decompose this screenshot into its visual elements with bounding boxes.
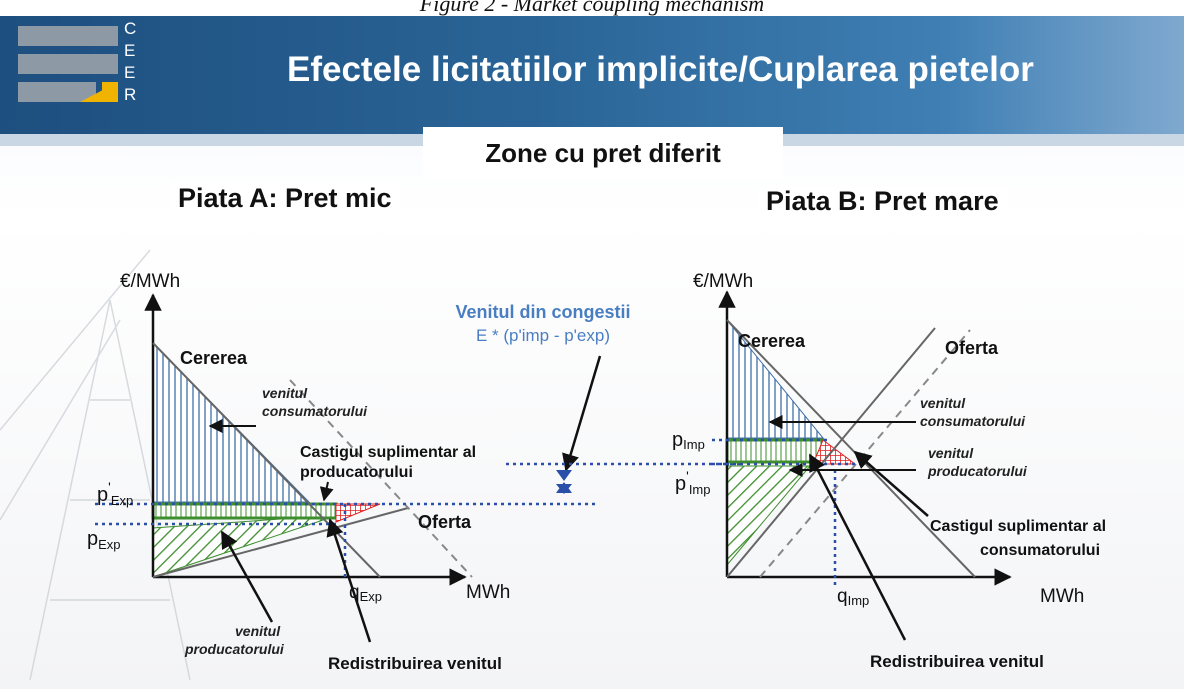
market-b-title: Piata B: Pret mare — [758, 186, 1007, 217]
slide-subtitle: Zone cu pret diferit — [423, 127, 783, 179]
market-b-shifted-supply-line — [759, 329, 971, 578]
market-a-extra-gain-area — [335, 503, 381, 523]
market-b-supply-line — [726, 327, 936, 578]
market-a-x-axis-label: MWh — [466, 582, 510, 603]
market-b-extra-gain-label: consumatorului — [980, 542, 1100, 559]
market-a-p-prime-label: p'Exp — [97, 479, 133, 508]
market-a-redistribution-label: Redistribuirea venitul — [328, 654, 502, 673]
logo-bar — [18, 26, 118, 46]
congestion-arrow — [562, 355, 602, 472]
logo-accent — [102, 82, 118, 102]
market-a-supply-line — [152, 507, 409, 578]
market-a-consumer-label: consumatorului — [262, 403, 368, 419]
market-b-y-axis-label: €/MWh — [693, 271, 753, 292]
congestion-annotation: Venitul din congestii E * (p'imp - p'exp… — [455, 302, 742, 494]
market-a-demand-line — [152, 342, 381, 578]
market-a-producer-label: producatorului — [184, 641, 285, 657]
market-b-p-label: pImp — [672, 429, 705, 452]
market-a-producer-arrow — [220, 530, 274, 623]
market-a-supply-label: Oferta — [418, 512, 472, 532]
market-a-p-label: pExp — [87, 528, 121, 552]
slide: C E E R Efectele licitatiilor implicite/… — [0, 16, 1184, 689]
market-a-shifted-demand-line — [289, 379, 473, 578]
market-b-producer-label: producatorului — [927, 463, 1028, 479]
market-a-consumer-label: venitul — [262, 385, 308, 401]
market-b-consumer-label: venitul — [920, 395, 966, 411]
market-b-extra-gain-label: Castigul suplimentar al — [930, 518, 1106, 535]
market-b-demand-line — [726, 319, 976, 578]
market-b-p-prime-label: p'Imp — [675, 468, 710, 497]
market-b-supply-label: Oferta — [945, 338, 999, 358]
slide-title: Efectele licitatiilor implicite/Cuplarea… — [287, 50, 1034, 89]
market-b-extra-gain-arrow — [853, 450, 929, 517]
market-coupling-diagram: €/MWh MWh Cererea Oferta venitul consuma… — [0, 249, 1106, 681]
logo-letter: E — [124, 41, 136, 60]
market-b-q-label: qImp — [837, 586, 869, 608]
market-b-redistribution-label: Redistribuirea venitul — [870, 652, 1044, 671]
market-b-demand-label: Cererea — [738, 331, 806, 351]
title-banner — [0, 16, 1184, 146]
congestion-formula: E * (p'imp - p'exp) — [476, 326, 610, 345]
market-a-producer-label: venitul — [235, 623, 281, 639]
logo-bar — [18, 82, 96, 102]
figure-caption: Figure 2 - Market coupling mechanism — [419, 0, 765, 16]
market-a-extra-gain-label: Castigul suplimentar al — [300, 444, 476, 461]
market-a-title: Piata A: Pret mic — [170, 183, 400, 214]
market-a-extra-gain-label: producatorului — [300, 464, 413, 481]
ceer-logo: C E E R — [18, 20, 158, 120]
market-a-chart: €/MWh MWh Cererea Oferta venitul consuma… — [87, 271, 595, 673]
market-b-redistribution-arrow — [808, 453, 907, 641]
market-a-extra-gain-arrow — [319, 481, 334, 502]
market-a-demand-label: Cererea — [180, 348, 248, 368]
market-a-q-label: qExp — [349, 582, 382, 604]
market-b-redistribution-band — [725, 438, 825, 464]
market-b-x-axis-label: MWh — [1040, 586, 1084, 607]
market-b-producer-label: venitul — [928, 445, 974, 461]
market-a-redistribution-arrow — [326, 518, 372, 643]
congestion-title: Venitul din congestii — [455, 302, 630, 322]
market-b-producer-area — [726, 465, 812, 567]
logo-letter: E — [124, 63, 136, 82]
market-b-chart: €/MWh MWh Cererea Oferta venitul consuma… — [672, 271, 1106, 671]
logo-letter: C — [124, 19, 137, 38]
logo-bar — [18, 54, 118, 74]
market-a-y-axis-label: €/MWh — [120, 271, 180, 292]
logo-letter: R — [124, 85, 137, 104]
congestion-arrow-up-icon — [556, 470, 572, 481]
market-b-consumer-label: consumatorului — [920, 413, 1026, 429]
congestion-arrow-down-icon — [556, 484, 572, 494]
market-a-redistribution-band — [151, 502, 338, 520]
